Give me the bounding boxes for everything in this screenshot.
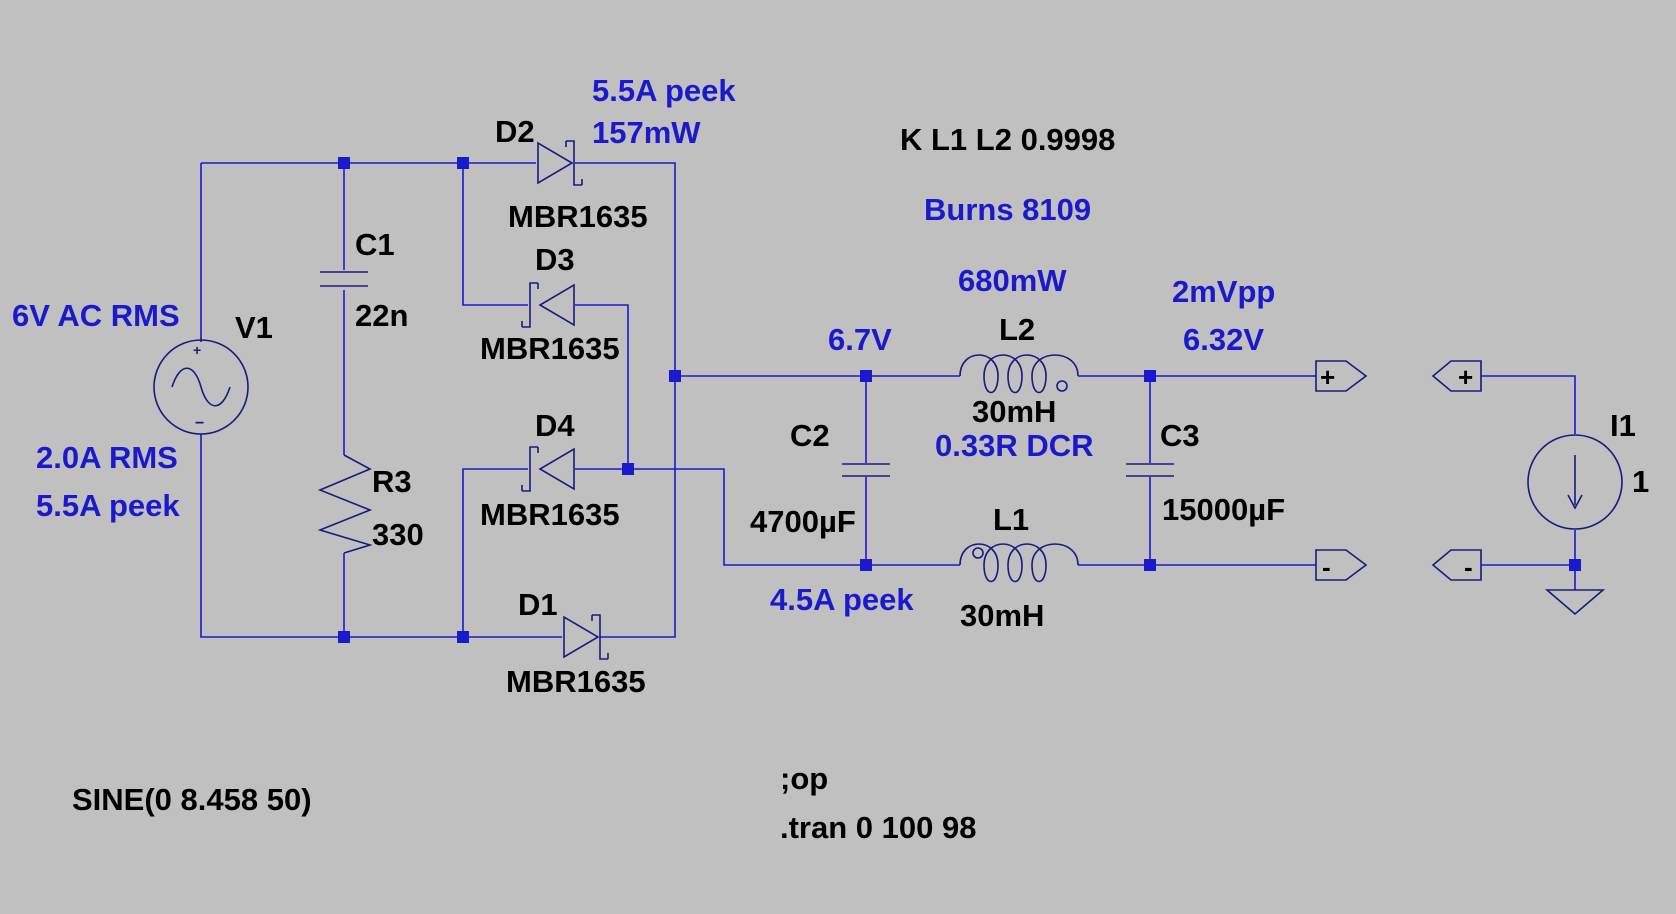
ground-icon <box>1544 589 1606 616</box>
wire-v1-bottom[interactable] <box>200 434 463 638</box>
junction-dot <box>860 370 872 382</box>
schottky-diode-icon <box>537 141 574 185</box>
junction-dot <box>338 157 350 169</box>
flag-minus-text: - <box>1322 552 1331 582</box>
i1-name[interactable]: I1 <box>1610 408 1636 443</box>
l1-name[interactable]: L1 <box>993 502 1029 537</box>
flag-minus-load[interactable]: - <box>1431 549 1482 582</box>
l1-value[interactable]: 30mH <box>960 598 1044 633</box>
d2-diode[interactable] <box>537 140 583 186</box>
d4-value[interactable]: MBR1635 <box>480 497 620 532</box>
d2-name[interactable]: D2 <box>495 114 535 149</box>
flag-plus-text: + <box>1320 362 1335 392</box>
v1-plus-mark: + <box>193 342 201 358</box>
i1-current-source[interactable] <box>1527 434 1623 530</box>
junction-dot <box>338 631 350 643</box>
phase-dot-icon <box>972 547 984 559</box>
v1-source[interactable]: + − <box>153 337 249 435</box>
d2-power-note: 157mW <box>592 115 701 150</box>
r3-name[interactable]: R3 <box>372 464 412 499</box>
phase-dot-icon <box>1056 380 1068 392</box>
flag-plus-text: + <box>1458 362 1473 392</box>
r3-resistor[interactable] <box>317 454 373 554</box>
d1-value[interactable]: MBR1635 <box>506 664 646 699</box>
c1-capacitor[interactable] <box>320 271 368 287</box>
c1-name[interactable]: C1 <box>355 227 395 262</box>
schottky-diode-icon <box>538 447 575 491</box>
output-voltage-note: 6.32V <box>1183 322 1264 357</box>
v1-current-rms-note: 2.0A RMS <box>36 440 178 475</box>
c2-capacitor[interactable] <box>842 463 890 477</box>
junction-dot <box>1569 559 1581 571</box>
wire-d3-anode-left[interactable] <box>462 163 528 306</box>
v1-name[interactable]: V1 <box>235 310 273 345</box>
junction-dot <box>622 463 634 475</box>
l1-inductor[interactable] <box>959 543 1079 583</box>
coupling-directive[interactable]: K L1 L2 0.9998 <box>900 122 1115 157</box>
l2-value[interactable]: 30mH <box>972 394 1056 429</box>
v1-current-peak-note: 5.5A peek <box>36 488 180 523</box>
c2-voltage-note: 6.7V <box>828 322 892 357</box>
v1-value[interactable]: SINE(0 8.458 50) <box>72 782 312 817</box>
junction-dot <box>860 559 872 571</box>
c2-value[interactable]: 4700µF <box>750 504 856 539</box>
wire-negative-rail[interactable] <box>628 468 960 566</box>
sine-wave-icon <box>171 367 231 407</box>
junction-dot <box>457 157 469 169</box>
d3-name[interactable]: D3 <box>535 242 575 277</box>
d3-value[interactable]: MBR1635 <box>480 331 620 366</box>
flag-minus-out[interactable]: - <box>1315 549 1368 582</box>
d4-name[interactable]: D4 <box>535 408 575 443</box>
c3-value[interactable]: 15000µF <box>1162 492 1285 527</box>
resistor-zigzag-icon <box>317 454 373 554</box>
flag-plus-load[interactable]: + <box>1431 360 1482 392</box>
tran-directive[interactable]: .tran 0 100 98 <box>780 810 976 845</box>
l2-inductor[interactable] <box>959 354 1079 394</box>
spice-directives: ;op .tran 0 100 98 <box>780 761 976 845</box>
c3-name[interactable]: C3 <box>1160 418 1200 453</box>
op-directive[interactable]: ;op <box>780 761 828 796</box>
junction-dot <box>669 370 681 382</box>
d2-current-note: 5.5A peek <box>592 73 736 108</box>
wire-i1-bottom[interactable] <box>1481 530 1576 566</box>
wires <box>200 162 1576 638</box>
schottky-diode-icon <box>538 283 575 327</box>
d1-name[interactable]: D1 <box>518 587 558 622</box>
inductor-power-note: 680mW <box>958 263 1067 298</box>
junctions <box>338 157 1581 643</box>
wire-d3-d4-node[interactable] <box>575 304 629 470</box>
flag-plus-out[interactable]: + <box>1315 360 1368 392</box>
c3-capacitor[interactable] <box>1126 463 1174 477</box>
c2-current-note: 4.5A peek <box>770 582 914 617</box>
v1-voltage-note: 6V AC RMS <box>12 298 180 333</box>
inductor-part-note: Burns 8109 <box>924 192 1091 227</box>
l2-name[interactable]: L2 <box>999 312 1035 347</box>
ripple-note: 2mVpp <box>1172 274 1275 309</box>
annotations: 6V AC RMS 2.0A RMS 5.5A peek 5.5A peek 1… <box>12 73 1275 617</box>
junction-dot <box>1144 370 1156 382</box>
inductor-coil-icon <box>959 543 1079 583</box>
schottky-diode-icon <box>563 615 600 659</box>
i1-value[interactable]: 1 <box>1632 464 1649 499</box>
component-labels: V1 SINE(0 8.458 50) C1 22n R3 330 D2 MBR… <box>72 114 1649 817</box>
d2-value[interactable]: MBR1635 <box>508 199 648 234</box>
inductor-dcr-note: 0.33R DCR <box>935 428 1094 463</box>
v1-minus-mark: − <box>195 415 204 432</box>
sine-source-icon <box>153 339 249 435</box>
d1-diode[interactable] <box>563 614 609 660</box>
wire-i1-top[interactable] <box>1481 375 1576 434</box>
c1-value[interactable]: 22n <box>355 298 408 333</box>
d4-diode[interactable] <box>521 446 575 492</box>
junction-dot <box>457 631 469 643</box>
current-source-icon <box>1527 434 1623 530</box>
junction-dot <box>1144 559 1156 571</box>
inductor-coil-icon <box>959 354 1079 394</box>
wire-positive-rail[interactable] <box>575 162 676 638</box>
c2-name[interactable]: C2 <box>790 418 830 453</box>
wire-d4-cathode-left[interactable] <box>462 468 528 637</box>
r3-value[interactable]: 330 <box>372 517 424 552</box>
d3-diode[interactable] <box>521 282 575 328</box>
flag-minus-text: - <box>1464 552 1473 582</box>
